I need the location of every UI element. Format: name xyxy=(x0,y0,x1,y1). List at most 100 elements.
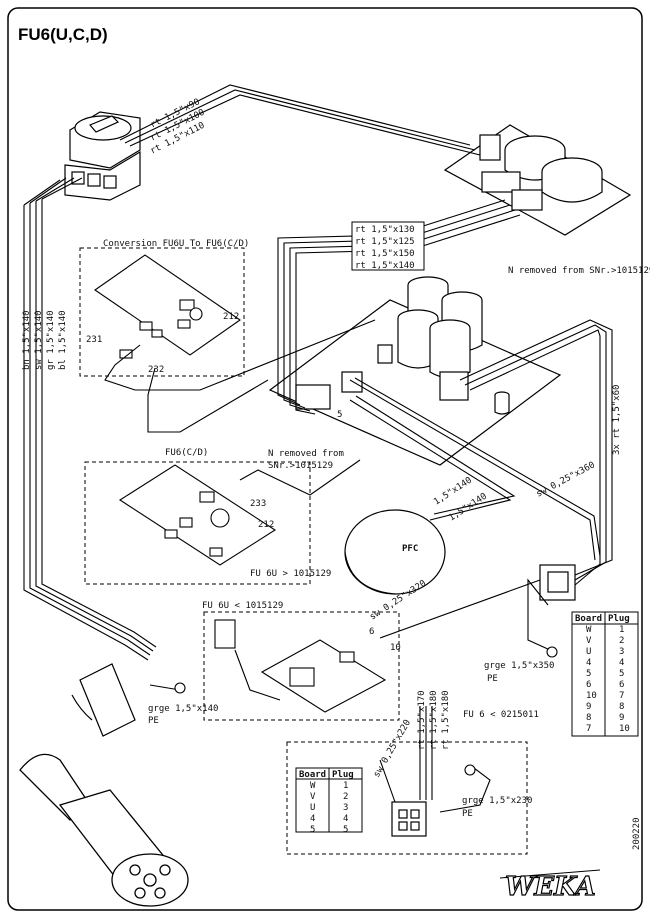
table-header: Plug xyxy=(332,770,354,780)
ground-rings xyxy=(174,646,558,776)
pfc-motor xyxy=(344,509,446,595)
fu6u-old-box xyxy=(203,611,400,721)
fu6u-old-board xyxy=(214,619,387,713)
table-cell: 2 xyxy=(343,792,348,802)
pe-right-sub: PE xyxy=(487,674,498,684)
table-cell: 4 xyxy=(586,658,591,668)
table-cell: 1 xyxy=(619,625,624,635)
note-n-removed-mid-1: N removed from xyxy=(268,449,344,459)
table-cell: 9 xyxy=(619,713,624,723)
table-cell: 3 xyxy=(343,803,348,813)
table-cell: 5 xyxy=(586,669,591,679)
signal-label-top: sw 0,25"x360 xyxy=(535,460,597,499)
board-wire-labels: rt 1,5"x130 rt 1,5"x125 rt 1,5"x150 rt 1… xyxy=(351,221,425,271)
signal-label-inset: sw 0,25"x220 xyxy=(372,718,413,779)
inset-connector xyxy=(391,801,427,837)
wire-label: bl 1,5"x140 xyxy=(58,310,68,370)
table-cell: U xyxy=(310,803,315,813)
wire-label: rt 1,5"x130 xyxy=(355,225,415,235)
main-cable-labels: bn 1,5"x140 sw 1,5"x140 gr 1,5"x140 bl 1… xyxy=(22,310,68,370)
table-cell: W xyxy=(310,781,316,791)
fu6cd-board xyxy=(118,464,277,566)
note-n-removed-top: N removed from SNr.>1015129 xyxy=(508,266,650,276)
table-cell: 4 xyxy=(343,814,348,824)
fu6-old-box xyxy=(286,741,528,855)
inset-wire-labels: rt 1,5"x170 rt 1,5"x180 rt 1,5"x180 xyxy=(417,690,451,750)
wire-label: rt 1,5"x140 xyxy=(355,261,415,271)
note-n-removed-mid-2: SNr.>1015129 xyxy=(268,461,333,471)
wire-label: sw 1,5"x140 xyxy=(34,310,44,370)
fu6cd-title: FU6(C/D) xyxy=(165,448,208,458)
filter-board xyxy=(443,124,632,236)
part-233: 233 xyxy=(250,499,266,509)
table-cell: 10 xyxy=(586,691,597,701)
table-cell: U xyxy=(586,647,591,657)
table-cell: 8 xyxy=(619,702,624,712)
table-cell: W xyxy=(586,625,592,635)
conversion-box xyxy=(79,247,245,377)
side-wires-label: 3x rt 1,5"x60 xyxy=(612,385,622,455)
table-cell: V xyxy=(586,636,592,646)
table-cell: 9 xyxy=(586,702,591,712)
table-cell: 8 xyxy=(586,713,591,723)
part-231: 231 xyxy=(86,335,102,345)
power-plug xyxy=(19,753,189,907)
table-cell: 5 xyxy=(343,825,348,835)
drawing-title: FU6(U,C,D) xyxy=(18,25,108,44)
main-switch xyxy=(64,111,141,201)
weka-logo: WEKA xyxy=(499,869,601,903)
table-header: Board xyxy=(575,614,602,624)
power-board xyxy=(268,276,562,466)
table-cell: 7 xyxy=(586,724,591,734)
right-connector xyxy=(539,564,576,601)
part-232: 232 xyxy=(148,365,164,375)
table-cell: 2 xyxy=(619,636,624,646)
conversion-board xyxy=(94,254,241,359)
conversion-title: Conversion FU6U To FU6(C/D) xyxy=(103,239,249,249)
pe-inset-label: grge 1,5"x230 xyxy=(462,796,532,806)
table-cell: 5 xyxy=(310,825,315,835)
table-header: Plug xyxy=(608,614,630,624)
table-cell: 5 xyxy=(619,669,624,679)
table-cell: 6 xyxy=(619,680,624,690)
wire-label: gr 1,5"x140 xyxy=(46,310,56,370)
table-cell: 4 xyxy=(310,814,315,824)
note-fu6u-gt: FU 6U > 1015129 xyxy=(250,569,331,579)
table-cell: 1 xyxy=(343,781,348,791)
table-header: Board xyxy=(299,770,326,780)
pin-10-label: 10 xyxy=(390,643,401,653)
part-212-a: 212 xyxy=(223,312,239,322)
table-cell: 4 xyxy=(619,658,624,668)
table-cell: 7 xyxy=(619,691,624,701)
note-fu6-lt: FU 6 < 0215011 xyxy=(463,710,539,720)
wire-label: rt 1,5"x150 xyxy=(355,249,415,259)
pe-right-label: grge 1,5"x350 xyxy=(484,661,554,671)
pe-left-sub: PE xyxy=(148,716,159,726)
note-fu6u-lt: FU 6U < 1015129 xyxy=(202,601,283,611)
drawing-number: 200220 xyxy=(632,817,642,850)
pfc-label: PFC xyxy=(402,544,418,554)
pin-5-label: 5 xyxy=(337,410,342,420)
pe-inset-sub: PE xyxy=(462,809,473,819)
wire-label: rt 1,5"x180 xyxy=(441,690,451,750)
pin-6-label: 6 xyxy=(369,627,374,637)
table-cell: 6 xyxy=(586,680,591,690)
pe-left-label: grge 1,5"x140 xyxy=(148,704,218,714)
part-212-b: 212 xyxy=(258,520,274,530)
cable-gland xyxy=(71,663,136,737)
fu6cd-box xyxy=(84,461,311,585)
table-cell: V xyxy=(310,792,316,802)
weka-logo-text: WEKA xyxy=(505,872,596,902)
switch-wire-labels: rt 1,5"x90 rt 1,5"x100 rt 1,5"x110 xyxy=(149,97,207,157)
wire-label: bn 1,5"x140 xyxy=(22,310,32,370)
wire-label: rt 1,5"x170 xyxy=(417,690,427,750)
wire-label: rt 1,5"x125 xyxy=(355,237,415,247)
wire-label: rt 1,5"x180 xyxy=(429,690,439,750)
table-cell: 10 xyxy=(619,724,630,734)
table-cell: 3 xyxy=(619,647,624,657)
wires xyxy=(23,84,613,813)
